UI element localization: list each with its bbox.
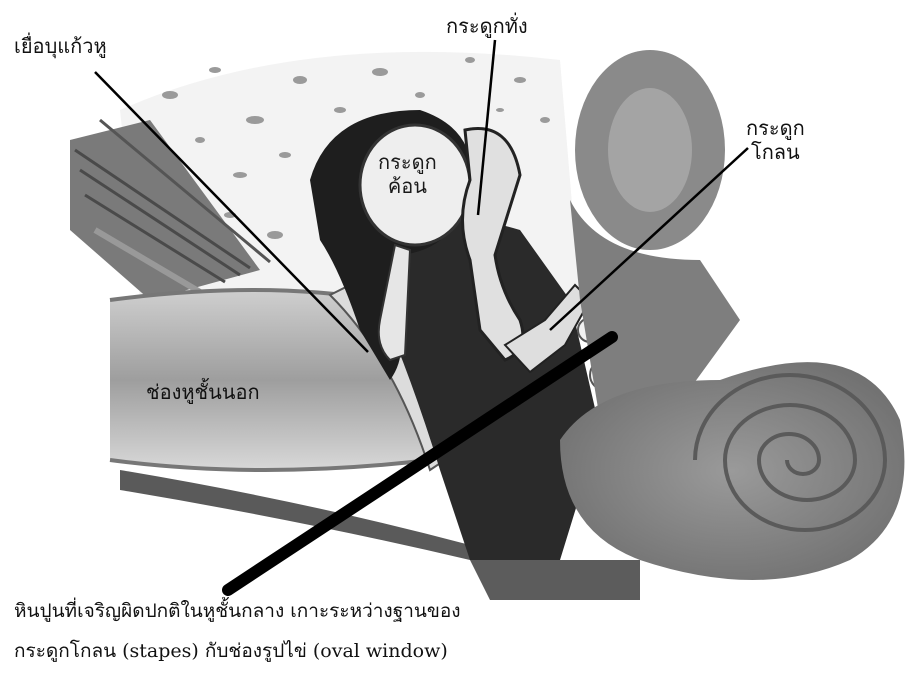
semicircular-canals: [570, 50, 740, 430]
malleus-label-line1: กระดูก: [378, 150, 437, 174]
incus-label: กระดูกทั่ง: [446, 14, 528, 38]
caption-line1: หินปูนที่เจริญผิดปกติในหูชั้นกลาง เกาะระ…: [14, 600, 461, 623]
stapes-label-line2: โกลน: [746, 140, 805, 164]
stapes-label-line1: กระดูก: [746, 116, 805, 140]
eardrum-label: เยื่อบุแก้วหู: [14, 34, 107, 58]
caption-line2: กระดูกโกลน (stapes) กับช่องรูปไข่ (oval …: [14, 640, 448, 663]
stapes-label: กระดูก โกลน: [746, 116, 805, 164]
malleus-label: กระดูก ค้อน: [378, 150, 437, 198]
malleus-label-line2: ค้อน: [378, 174, 437, 198]
outer-canal-label: ช่องหูชั้นนอก: [146, 380, 260, 404]
lower-floor: [470, 560, 640, 600]
